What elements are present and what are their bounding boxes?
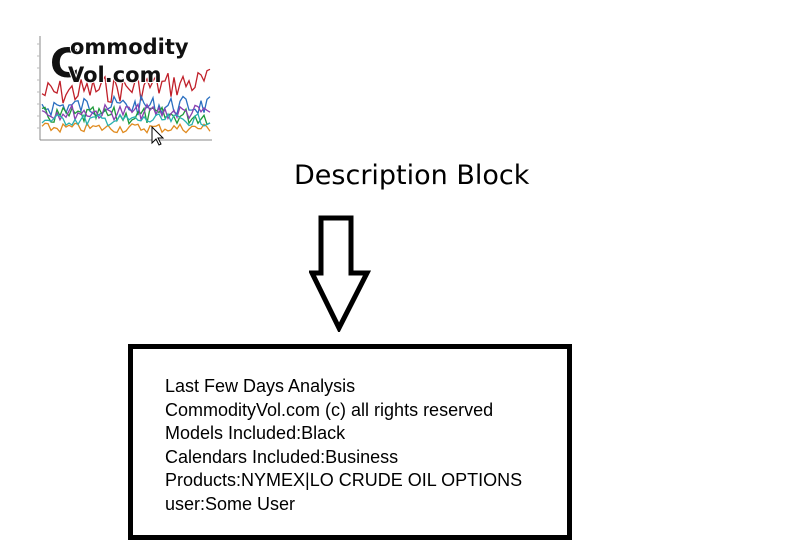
logo-series-line <box>41 112 211 127</box>
logo-series-line <box>41 105 211 126</box>
description-line-products: Products:NYMEX|LO CRUDE OIL OPTIONS <box>165 470 523 491</box>
description-lines: Last Few Days Analysis CommodityVol.com … <box>165 375 522 517</box>
commodityvol-logo: C ommodity Vol.com <box>30 32 214 148</box>
svg-text:Vol.com: Vol.com <box>68 63 161 87</box>
description-line-analysis: Last Few Days Analysis <box>165 376 356 396</box>
down-arrow-icon <box>307 215 372 334</box>
description-block: Last Few Days Analysis CommodityVol.com … <box>128 344 572 540</box>
description-line-models: Models Included:Black <box>165 423 346 444</box>
svg-text:ommodity: ommodity <box>70 35 189 59</box>
description-line-copyright: CommodityVol.com (c) all rights reserved <box>165 399 494 420</box>
logo-series-line <box>41 121 211 134</box>
description-line-user: user:Some User <box>165 493 296 514</box>
page-title: Description Block <box>294 160 530 191</box>
description-line-calendars: Calendars Included:Business <box>165 446 399 467</box>
logo-series-line <box>41 68 211 104</box>
logo-series-line <box>41 102 211 122</box>
svg-text:C: C <box>50 41 79 87</box>
logo-series-line <box>41 93 211 118</box>
